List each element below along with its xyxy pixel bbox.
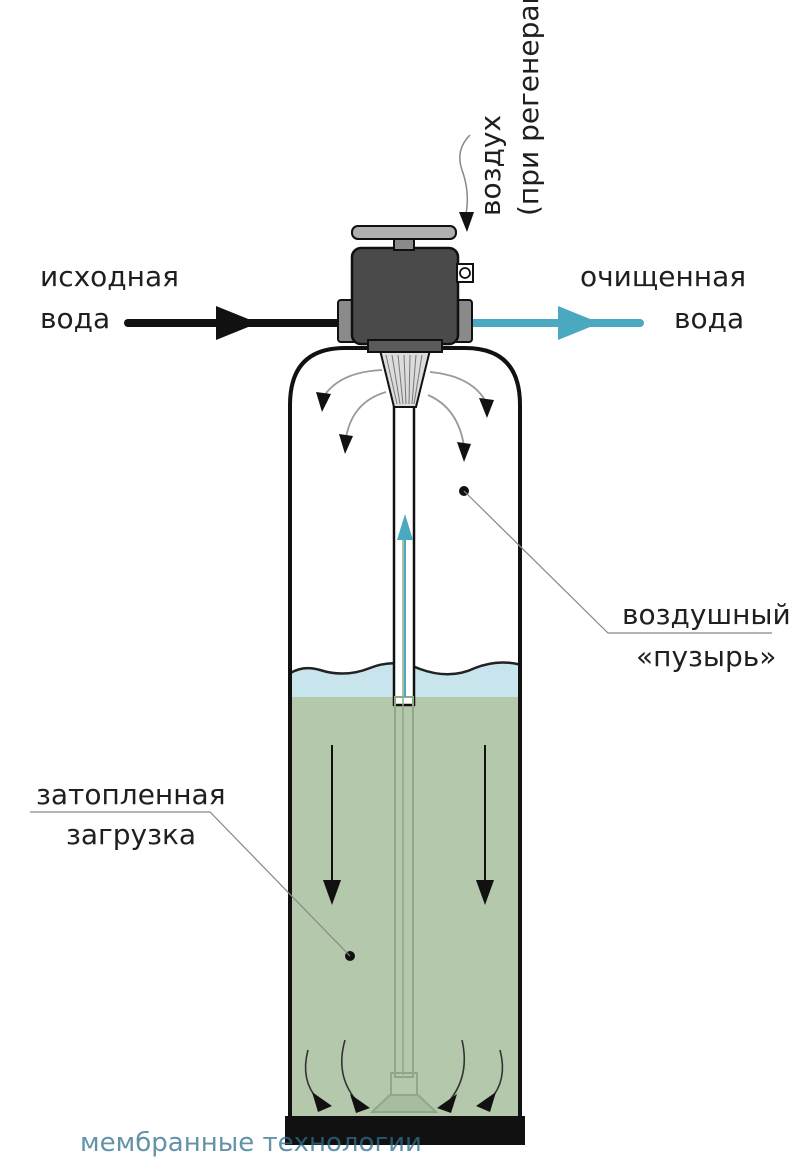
outlet-arrow-icon [558, 306, 600, 340]
downflow-arrow-icon [323, 880, 341, 905]
valve-body [350, 246, 460, 346]
upflow-arrow-icon [397, 514, 413, 540]
inlet-label-line1: исходная [40, 260, 179, 293]
filter-media [290, 697, 520, 1145]
tank-base [285, 1116, 525, 1145]
inlet-arrow-icon [216, 306, 258, 340]
collect-arrow-icon [476, 1092, 496, 1112]
distributor-basket [369, 1094, 439, 1113]
inlet-label-line2: вода [40, 302, 111, 335]
watermark-text: мембранные технологии [80, 1128, 422, 1158]
air-arrow-icon [339, 434, 353, 454]
media-label-line2: загрузка [66, 818, 197, 851]
valve-collar [367, 339, 443, 353]
media-leader-line [30, 811, 351, 957]
outlet-label-line2: вода [674, 302, 745, 335]
bubble-leader-line [463, 490, 772, 634]
collect-arrow-icon [312, 1092, 332, 1112]
air-inlet-arrow-icon [459, 212, 474, 232]
valve-handle [351, 225, 457, 240]
air-inlet-line [459, 134, 471, 215]
air-arrow-icon [479, 398, 494, 418]
collect-arrow-icon [350, 1094, 370, 1113]
air-port [456, 263, 474, 283]
air-arrow-icon [457, 442, 471, 462]
air-label-line1: воздух [474, 114, 507, 216]
bubble-label-line1: воздушный [622, 598, 791, 631]
collect-arrow-icon [437, 1094, 457, 1113]
bubble-label-line2: «пузырь» [636, 640, 777, 673]
media-label-line1: затопленная [36, 778, 226, 811]
downflow-arrow-icon [476, 880, 494, 905]
outlet-label-line1: очищенная [580, 260, 747, 293]
air-label-line2: (при регенерац [512, 0, 545, 216]
air-port-hole [459, 267, 471, 279]
air-arrow-icon [316, 392, 331, 412]
